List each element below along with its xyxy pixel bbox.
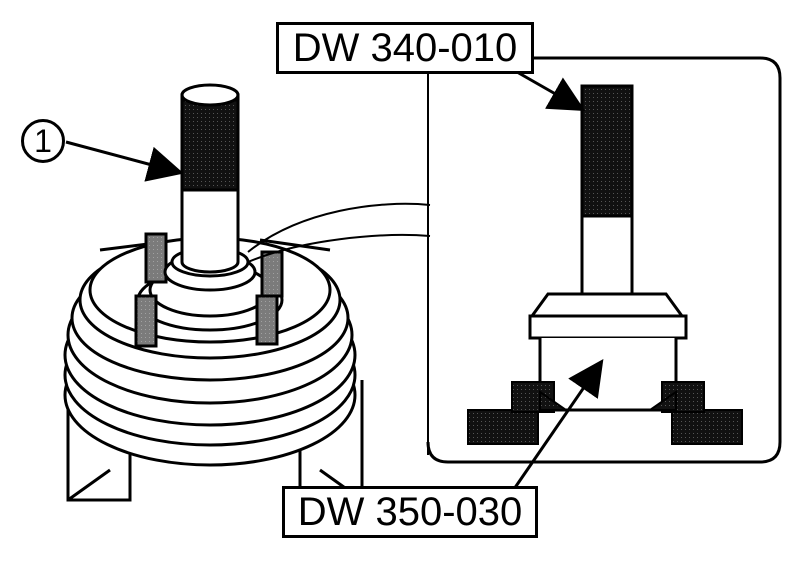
wheel-studs <box>134 232 284 348</box>
arrow-bottom-tool <box>510 359 604 493</box>
press-shaft <box>180 83 240 274</box>
arrow-top-tool <box>509 66 586 111</box>
detail-press-tool <box>580 84 634 296</box>
label-tool-dw-350-030: DW 350-030 <box>282 486 538 538</box>
arrow-callout-1 <box>65 140 184 182</box>
detail-bench-blocks <box>467 381 743 445</box>
leader-arrows <box>65 66 604 493</box>
label-tool-dw-340-010: DW 340-010 <box>276 22 534 74</box>
detail-inset <box>426 56 782 464</box>
callout-number-1: 1 <box>21 119 65 163</box>
zoom-connector <box>247 60 431 455</box>
